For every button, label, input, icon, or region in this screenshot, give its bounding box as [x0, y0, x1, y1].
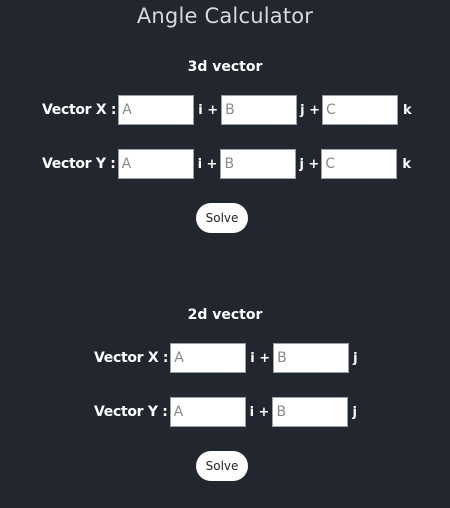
vector2d-y-b-input[interactable]: [272, 397, 349, 427]
vector3d-x-a-input[interactable]: [118, 95, 195, 125]
vector3d-y-j-unit: j +: [299, 156, 320, 172]
vector3d-row-x: Vector X : i + j + k: [42, 95, 412, 125]
vector2d-y-i-unit: i +: [249, 404, 270, 420]
vector2d-x-b-input[interactable]: [273, 343, 350, 373]
vector2d-x-j-unit: j: [353, 350, 358, 366]
vector3d-row-y: Vector Y : i + j + k: [42, 149, 411, 179]
vector3d-x-k-unit: k: [402, 102, 412, 118]
vector3d-x-c-input[interactable]: [321, 95, 398, 125]
vector3d-y-c-input[interactable]: [321, 149, 398, 179]
vector3d-y-label: Vector Y :: [42, 156, 116, 172]
vector3d-y-i-unit: i +: [197, 156, 218, 172]
section-heading-2d: 2d vector: [187, 307, 263, 323]
vector3d-y-b-input[interactable]: [220, 149, 297, 179]
page-title: Angle Calculator: [136, 4, 314, 28]
solve-3d-button[interactable]: Solve: [196, 203, 248, 233]
vector2d-row-y: Vector Y : i + j: [94, 397, 357, 427]
vector2d-y-a-input[interactable]: [169, 397, 246, 427]
solve-2d-button[interactable]: Solve: [196, 451, 248, 481]
vector3d-x-b-input[interactable]: [221, 95, 298, 125]
section-heading-3d: 3d vector: [187, 59, 263, 75]
vector3d-y-a-input[interactable]: [117, 149, 194, 179]
vector2d-x-label: Vector X :: [94, 350, 169, 366]
vector3d-x-label: Vector X :: [42, 102, 117, 118]
vector2d-row-x: Vector X : i + j: [94, 343, 358, 373]
vector2d-x-a-input[interactable]: [170, 343, 247, 373]
vector2d-y-label: Vector Y :: [94, 404, 168, 420]
vector2d-y-j-unit: j: [352, 404, 357, 420]
vector3d-x-j-unit: j +: [300, 102, 320, 118]
vector2d-x-i-unit: i +: [250, 350, 271, 366]
vector3d-x-i-unit: i +: [198, 102, 219, 118]
vector3d-y-k-unit: k: [402, 156, 411, 172]
